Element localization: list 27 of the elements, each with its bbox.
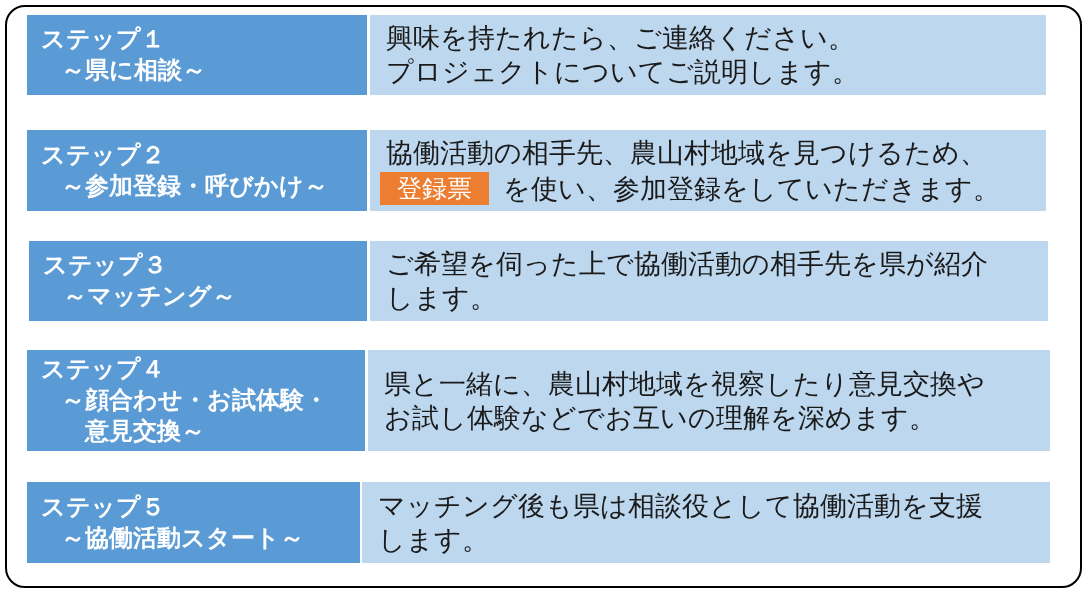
- step-subtitle: ～顔合わせ・お試体験・意見交換～: [61, 385, 329, 447]
- step-heading: ステップ２: [41, 139, 166, 171]
- step-title-panel: [29, 241, 367, 321]
- step-description-panel: [370, 130, 1046, 211]
- step-description-panel: [370, 15, 1046, 95]
- step-title-panel: [27, 350, 365, 451]
- description-text: 県と一緒に、農山村地域を視察したり意見交換やお試し体験などでお互いの理解を深めます。: [384, 366, 986, 435]
- step-description-panel: [370, 241, 1048, 321]
- step-heading: ステップ１: [41, 24, 166, 55]
- step-heading: ステップ５: [41, 491, 166, 523]
- description-text: 協働活動の相手先、農山村地域を見つけるため、: [386, 135, 988, 170]
- step-subtitle: ～マッチング～: [63, 281, 237, 312]
- step-description-panel: [368, 350, 1050, 451]
- step-title-panel: [27, 482, 360, 563]
- step-subtitle: ～参加登録・呼びかけ～: [61, 170, 329, 202]
- form-name-tag: 登録票: [380, 172, 489, 205]
- step-subtitle: ～県に相談～: [61, 55, 207, 86]
- step-title-panel: [27, 130, 367, 211]
- step-description-panel: [362, 482, 1050, 563]
- description-text: 興味を持たれたら、ご連絡ください。プロジェクトについてご説明します。: [386, 21, 860, 89]
- step-heading: ステップ３: [43, 250, 168, 281]
- step-title-panel: [27, 15, 367, 95]
- step-heading: ステップ４: [41, 354, 166, 385]
- description-text: ご希望を伺った上で協働活動の相手先を県が紹介します。: [386, 247, 989, 315]
- description-text: を使い、参加登録をしていただきます。: [503, 172, 1000, 204]
- step-subtitle: ～協働活動スタート～: [61, 522, 305, 554]
- description-text: マッチング後も県は相談役として協働活動を支援します。: [378, 488, 984, 557]
